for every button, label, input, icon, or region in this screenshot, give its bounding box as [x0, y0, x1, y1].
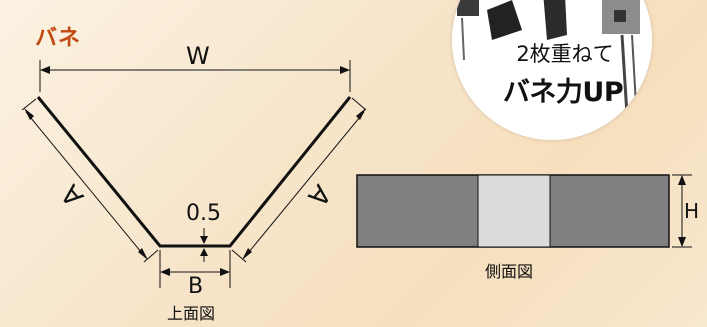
w-arrow-left — [40, 66, 50, 74]
section-title: バネ — [35, 26, 82, 51]
h-label: H — [684, 199, 700, 223]
spring-outline — [36, 96, 352, 248]
top-view-caption: 上面図 — [167, 304, 216, 323]
a-left-dim-line — [25, 111, 147, 259]
callout-line2: バネ力UP — [502, 77, 624, 108]
side-view-caption: 側面図 — [485, 262, 534, 281]
a-right-dim-line — [243, 111, 365, 259]
callout-line1: 2枚重ねて — [516, 42, 614, 66]
b-label: B — [188, 274, 204, 299]
thickness-label: 0.5 — [186, 201, 221, 226]
side-view-center — [477, 174, 551, 248]
w-label: W — [186, 42, 210, 70]
spring-photo — [457, 0, 640, 116]
w-arrow-right — [340, 66, 350, 74]
